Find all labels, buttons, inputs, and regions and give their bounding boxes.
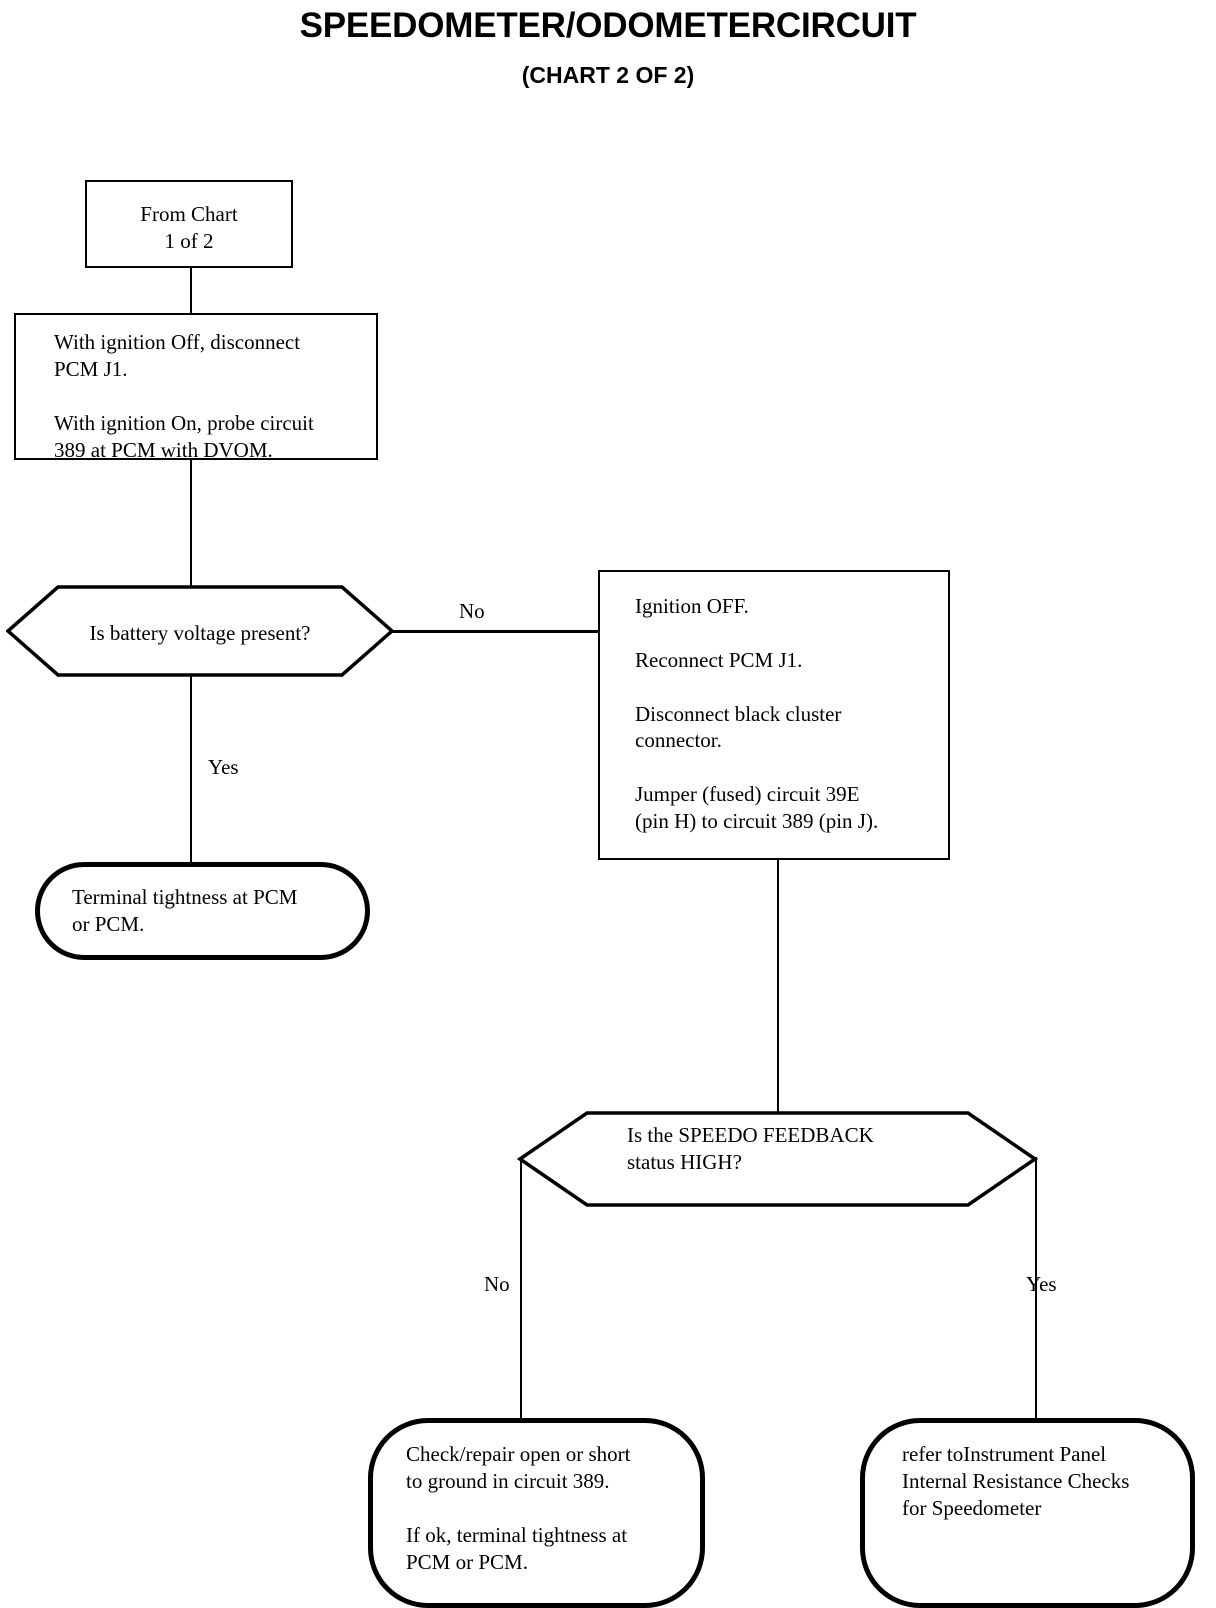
edge-label-speedo-yes: Yes	[1026, 1272, 1057, 1296]
node-decision-battery-voltage-label: Is battery voltage present?	[89, 621, 311, 645]
node-decision-battery-voltage: Is battery voltage present?	[6, 584, 394, 678]
connector-speedo-yes-vertical	[1035, 1157, 1037, 1420]
connector-speedo-no-vertical	[520, 1157, 522, 1420]
node-jumper-step: Ignition OFF. Reconnect PCM J1. Disconne…	[598, 570, 950, 860]
edge-label-battery-yes: Yes	[208, 755, 239, 779]
edge-label-battery-no: No	[459, 599, 485, 623]
node-jumper-step-label: Ignition OFF. Reconnect PCM J1. Disconne…	[635, 594, 879, 833]
node-terminal-tightness: Terminal tightness at PCM or PCM.	[35, 862, 370, 960]
connector-jumper-to-speedo-decision	[777, 860, 779, 1112]
node-probe-step-label: With ignition Off, disconnect PCM J1. Wi…	[54, 330, 314, 462]
node-decision-speedo-feedback-label: Is the SPEEDO FEEDBACK status HIGH?	[627, 1123, 874, 1175]
edge-label-speedo-no: No	[484, 1272, 510, 1296]
node-from-chart-label: From Chart 1 of 2	[140, 202, 238, 253]
page-title: SPEEDOMETER/ODOMETERCIRCUIT	[299, 6, 917, 45]
node-terminal-tightness-label: Terminal tightness at PCM or PCM.	[72, 885, 298, 936]
node-from-chart: From Chart 1 of 2	[85, 180, 293, 268]
node-probe-step: With ignition Off, disconnect PCM J1. Wi…	[14, 313, 378, 462]
node-refer-instrument-panel-label: refer toInstrument Panel Internal Resist…	[902, 1442, 1130, 1520]
node-refer-instrument-panel: refer toInstrument Panel Internal Resist…	[860, 1418, 1195, 1608]
node-decision-speedo-feedback: Is the SPEEDO FEEDBACK status HIGH?	[517, 1110, 1038, 1208]
page-subtitle: (CHART 2 OF 2)	[521, 62, 695, 88]
node-check-repair: Check/repair open or short to ground in …	[368, 1418, 705, 1608]
connector-from-chart-to-probe	[190, 268, 192, 313]
connector-battery-yes-to-terminal	[190, 676, 192, 866]
node-check-repair-label: Check/repair open or short to ground in …	[406, 1442, 631, 1574]
connector-probe-to-battery-decision	[190, 460, 192, 586]
connector-battery-no-to-jumper	[390, 630, 614, 633]
